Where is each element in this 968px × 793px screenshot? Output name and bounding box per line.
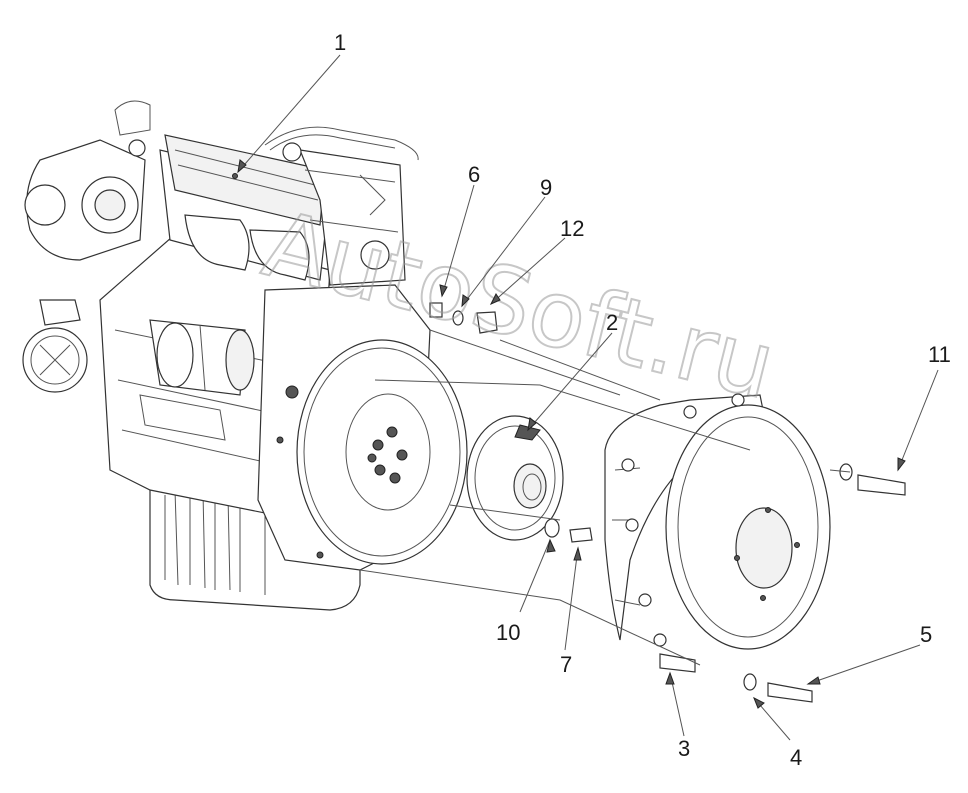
callout-4: 4 <box>790 745 802 770</box>
callout-5: 5 <box>920 622 932 647</box>
callout-11: 11 <box>928 342 951 367</box>
callout-1: 1 <box>334 30 346 55</box>
callout-6: 6 <box>468 162 480 187</box>
coupling-disc <box>466 415 564 541</box>
callout-9: 9 <box>540 175 552 200</box>
alignment-lines <box>359 329 851 666</box>
fasteners <box>429 302 906 703</box>
callout-12: 12 <box>560 216 584 241</box>
callout-10: 10 <box>496 620 520 645</box>
arrow-heads <box>237 159 906 709</box>
callout-labels: 1 2 3 4 5 6 7 9 10 11 12 <box>334 30 951 770</box>
leader-lines <box>237 54 939 741</box>
callout-3: 3 <box>678 736 690 761</box>
flywheel <box>296 339 468 565</box>
callout-2: 2 <box>606 310 618 335</box>
bell-housing <box>604 393 831 650</box>
callout-7: 7 <box>560 652 572 677</box>
